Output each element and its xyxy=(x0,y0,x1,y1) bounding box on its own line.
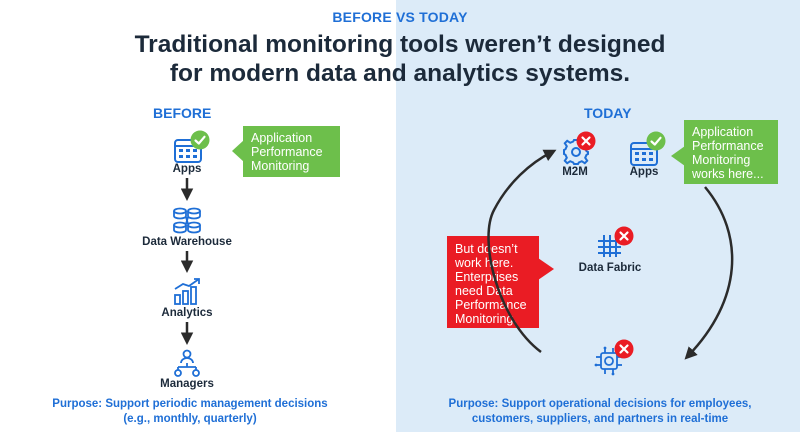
before-analytics-label: Analytics xyxy=(161,307,213,319)
check-circle-icon xyxy=(646,131,666,151)
callout-line: Monitoring xyxy=(692,153,751,167)
check-circle-icon xyxy=(190,130,210,150)
before-heading: BEFORE xyxy=(153,105,212,121)
callout-line: Application xyxy=(692,125,754,139)
org-chart-icon xyxy=(174,349,200,377)
callout-line: works here... xyxy=(692,167,764,181)
before-managers-label: Managers xyxy=(160,378,214,390)
page-title-line-1: Traditional monitoring tools weren’t des… xyxy=(134,31,666,58)
callout-line: Application xyxy=(251,131,313,145)
callout-line: Performance xyxy=(692,139,764,153)
today-m2m-label: M2M xyxy=(562,166,588,178)
before-purpose: Purpose: Support periodic management dec… xyxy=(20,397,360,427)
callout-line: But doesn’t xyxy=(455,242,518,256)
before-apps-label: Apps xyxy=(172,163,202,175)
callout-line: need Data xyxy=(455,284,513,298)
purpose-line: Purpose: Support periodic management dec… xyxy=(52,398,328,410)
callout-pointer xyxy=(538,258,554,280)
callout-line: Performance xyxy=(251,145,323,159)
callout-pointer xyxy=(671,146,685,166)
today-fabric-label: Data Fabric xyxy=(578,262,642,274)
purpose-line: (e.g., monthly, quarterly) xyxy=(123,413,257,425)
before-apm-callout: Application Performance Monitoring xyxy=(243,126,340,177)
today-dpm-callout: But doesn’t work here. Enterprises need … xyxy=(447,236,539,328)
today-apm-callout: Application Performance Monitoring works… xyxy=(684,120,778,184)
bar-chart-trend-icon xyxy=(174,278,200,305)
x-circle-icon xyxy=(576,131,596,151)
callout-line: Monitoring xyxy=(251,159,310,173)
purpose-line: customers, suppliers, and partners in re… xyxy=(471,413,729,425)
callout-line: Enterprises xyxy=(455,270,519,284)
section-eyebrow: BEFORE VS TODAY xyxy=(332,9,468,25)
callout-pointer xyxy=(232,140,244,162)
today-apps-label: Apps xyxy=(629,166,659,178)
callout-line: work here. xyxy=(455,256,514,270)
purpose-line: Purpose: Support operational decisions f… xyxy=(448,398,752,410)
today-heading: TODAY xyxy=(584,105,632,121)
database-network-icon xyxy=(173,207,201,234)
before-warehouse-label: Data Warehouse xyxy=(142,236,232,248)
callout-line: Monitoring. xyxy=(455,312,517,326)
callout-line: Performance xyxy=(455,298,527,312)
page-title: Traditional monitoring tools weren’t des… xyxy=(0,30,800,88)
x-circle-icon xyxy=(614,339,634,359)
page-title-line-2: for modern data and analytics systems. xyxy=(169,60,631,87)
x-circle-icon xyxy=(614,226,634,246)
today-purpose: Purpose: Support operational decisions f… xyxy=(420,397,780,427)
